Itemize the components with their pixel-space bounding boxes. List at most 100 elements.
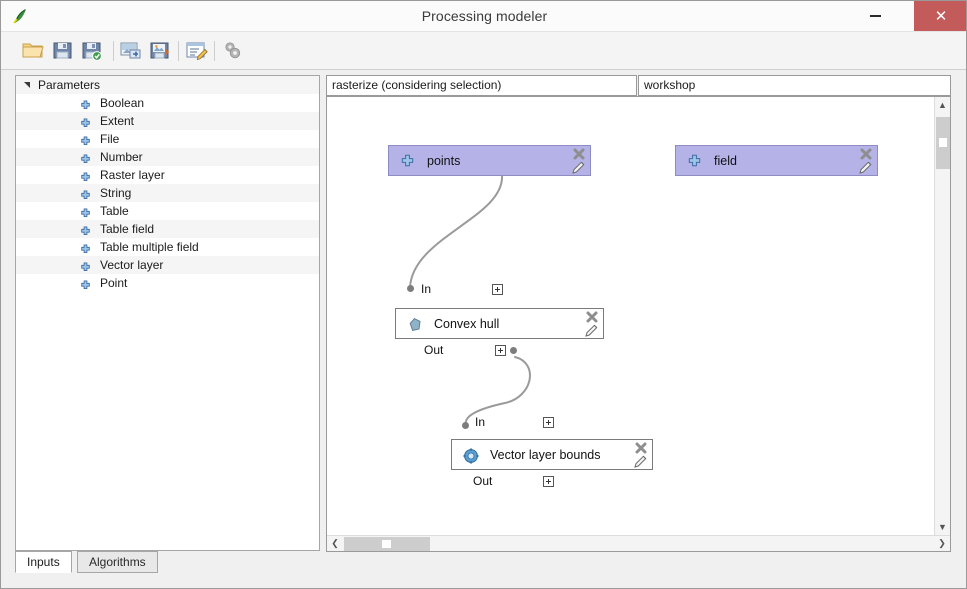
run-model-button[interactable] bbox=[221, 39, 247, 63]
plus-icon bbox=[80, 170, 91, 182]
node-points[interactable]: points bbox=[388, 145, 591, 176]
export-image-button[interactable] bbox=[119, 39, 145, 63]
plus-icon bbox=[400, 154, 415, 169]
model-canvas[interactable]: points bbox=[326, 96, 951, 552]
tab-inputs[interactable]: Inputs bbox=[15, 551, 72, 573]
tree-item-string[interactable]: String bbox=[16, 184, 319, 202]
vertical-scroll-thumb[interactable] bbox=[936, 117, 950, 169]
edit-help-button[interactable] bbox=[185, 39, 211, 63]
plus-icon bbox=[80, 188, 91, 200]
minimize-button[interactable] bbox=[852, 1, 898, 31]
toolbar-separator-2 bbox=[178, 41, 179, 61]
model-canvas-inner: points bbox=[327, 97, 935, 536]
model-name-input[interactable]: rasterize (considering selection) bbox=[326, 75, 637, 96]
node-vector-layer-bounds-label: Vector layer bounds bbox=[490, 448, 601, 462]
close-x-icon[interactable] bbox=[572, 147, 586, 161]
tree-item-extent[interactable]: Extent bbox=[16, 112, 319, 130]
plus-icon bbox=[687, 154, 702, 169]
port-out-bounds-label: Out bbox=[473, 474, 493, 488]
save-model-as-button[interactable] bbox=[80, 39, 106, 63]
gear-blue-icon bbox=[463, 448, 479, 464]
plus-icon bbox=[80, 224, 91, 236]
scroll-right-icon[interactable]: ❯ bbox=[938, 538, 946, 548]
window-title: Processing modeler bbox=[421, 8, 548, 24]
close-x-icon[interactable] bbox=[585, 310, 599, 324]
tree-item-table[interactable]: Table bbox=[16, 202, 319, 220]
tree-group-parameters[interactable]: Parameters bbox=[16, 76, 319, 94]
export-image-icon bbox=[120, 42, 141, 59]
canvas-vertical-scrollbar[interactable]: ▲ ▼ bbox=[934, 97, 950, 535]
canvas-horizontal-scrollbar[interactable]: ❮ ❯ bbox=[327, 535, 950, 551]
close-x-icon[interactable] bbox=[634, 441, 648, 455]
tree-item-point[interactable]: Point bbox=[16, 274, 319, 292]
save-model-button[interactable] bbox=[51, 39, 77, 63]
expander-in-convexhull[interactable] bbox=[492, 284, 503, 295]
edit-help-icon bbox=[186, 42, 208, 61]
toolbar-separator-3 bbox=[214, 41, 215, 61]
tree-item-table-multiple-field[interactable]: Table multiple field bbox=[16, 238, 319, 256]
scroll-down-icon[interactable]: ▼ bbox=[938, 522, 947, 532]
scroll-up-icon[interactable]: ▲ bbox=[938, 100, 947, 110]
plus-icon bbox=[80, 152, 91, 164]
save-floppy-icon bbox=[53, 42, 72, 59]
save-as-floppy-icon bbox=[82, 42, 102, 61]
port-in-bounds-dot[interactable] bbox=[462, 422, 469, 429]
pencil-icon[interactable] bbox=[584, 323, 600, 338]
tree-item-label: String bbox=[100, 186, 132, 200]
plus-icon bbox=[80, 116, 91, 128]
expander-in-bounds[interactable] bbox=[543, 417, 554, 428]
tree-item-label: Extent bbox=[100, 114, 135, 128]
tree-item-raster-layer[interactable]: Raster layer bbox=[16, 166, 319, 184]
node-field-label: field bbox=[714, 154, 737, 168]
port-in-convexhull-dot[interactable] bbox=[407, 285, 414, 292]
tree-item-label: Table field bbox=[100, 222, 155, 236]
tree-item-label: Raster layer bbox=[100, 168, 165, 182]
plus-icon bbox=[80, 278, 91, 290]
close-button[interactable]: ✕ bbox=[914, 1, 966, 31]
port-out-convexhull-dot[interactable] bbox=[510, 347, 517, 354]
plus-icon bbox=[80, 242, 91, 254]
node-vector-layer-bounds[interactable]: Vector layer bounds bbox=[451, 439, 653, 470]
horizontal-scroll-thumb[interactable] bbox=[344, 537, 430, 551]
plus-icon bbox=[80, 206, 91, 218]
export-svg-button[interactable] bbox=[148, 39, 174, 63]
close-x-icon[interactable] bbox=[859, 147, 873, 161]
tab-algorithms-label: Algorithms bbox=[89, 555, 146, 569]
vertical-thumb-grip bbox=[939, 138, 947, 147]
expander-out-convexhull[interactable] bbox=[495, 345, 506, 356]
open-model-button[interactable] bbox=[21, 39, 47, 63]
tree-item-label: File bbox=[100, 132, 120, 146]
tree-item-vector-layer[interactable]: Vector layer bbox=[16, 256, 319, 274]
link-points-to-convexhull-in bbox=[409, 174, 504, 288]
polygon-icon bbox=[407, 317, 422, 332]
plus-icon bbox=[80, 98, 91, 110]
tree-item-label: Table bbox=[100, 204, 129, 218]
tree-item-boolean[interactable]: Boolean bbox=[16, 94, 319, 112]
pencil-icon[interactable] bbox=[858, 160, 874, 175]
tree-item-table-field[interactable]: Table field bbox=[16, 220, 319, 238]
tree-item-number[interactable]: Number bbox=[16, 148, 319, 166]
tree-item-file[interactable]: File bbox=[16, 130, 319, 148]
node-convex-hull[interactable]: Convex hull bbox=[395, 308, 604, 339]
pencil-icon[interactable] bbox=[633, 454, 649, 469]
port-in-bounds-label: In bbox=[475, 415, 486, 429]
pencil-icon[interactable] bbox=[571, 160, 587, 175]
left-panel-tabbar: Inputs Algorithms bbox=[15, 551, 320, 573]
triangle-expanded-icon[interactable] bbox=[24, 82, 30, 88]
status-bar bbox=[1, 574, 966, 588]
tree-item-label: Point bbox=[100, 276, 128, 290]
export-svg-icon bbox=[150, 42, 169, 59]
group-name-input[interactable]: workshop bbox=[638, 75, 951, 96]
minimize-icon bbox=[869, 15, 881, 17]
port-in-convexhull-label: In bbox=[421, 282, 432, 296]
run-gears-icon bbox=[225, 42, 241, 59]
node-field[interactable]: field bbox=[675, 145, 878, 176]
plus-icon bbox=[80, 260, 91, 272]
scroll-left-icon[interactable]: ❮ bbox=[331, 538, 339, 548]
tab-algorithms[interactable]: Algorithms bbox=[77, 551, 158, 573]
expander-out-bounds[interactable] bbox=[543, 476, 554, 487]
toolbar bbox=[1, 32, 966, 70]
